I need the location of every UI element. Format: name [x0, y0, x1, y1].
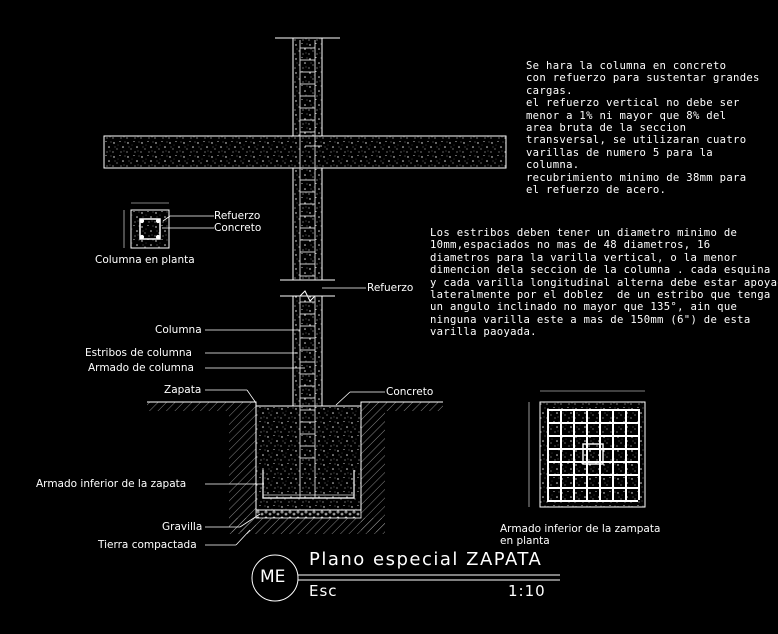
label-columna: Columna [155, 324, 202, 336]
column-lower [292, 295, 323, 407]
slab-beam [103, 135, 507, 169]
title-badge: ME [260, 567, 286, 587]
label-columna-planta: Columna en planta [95, 254, 195, 266]
footing-plan [528, 390, 646, 508]
column-upper [292, 37, 323, 137]
column-mid [292, 167, 323, 281]
break-lines [275, 37, 340, 302]
label-tierra: Tierra compactada [98, 539, 197, 551]
label-armado-zampata-2: en planta [500, 535, 550, 547]
label-estribos: Estribos de columna [85, 347, 192, 359]
label-gravilla: Gravilla [162, 521, 203, 533]
column-plan [123, 202, 170, 249]
label-refuerzo: Refuerzo [367, 282, 414, 294]
label-zapata: Zapata [164, 384, 202, 396]
leader-lines [162, 145, 385, 546]
label-refuerzo-plan: Refuerzo [214, 210, 261, 222]
label-armado-zampata-1: Armado inferior de la zampata [500, 523, 661, 535]
title-block [251, 554, 560, 602]
label-armado-inferior: Armado inferior de la zapata [36, 478, 187, 490]
column-note: Se hara la columna en concreto con refue… [526, 60, 760, 197]
excavation-soil [229, 402, 385, 534]
label-armado-columna: Armado de columna [88, 362, 194, 374]
scale-label: Esc [309, 582, 338, 600]
gravel-layer [255, 509, 362, 519]
ground-surface [147, 401, 443, 411]
stirrups-note: Los estribos deben tener un diametro min… [430, 227, 778, 339]
label-concreto-plan: Concreto [214, 222, 262, 234]
label-concreto: Concreto [386, 386, 434, 398]
scale-value: 1:10 [508, 582, 546, 600]
drawing-title: Plano especial ZAPATA [309, 549, 543, 570]
